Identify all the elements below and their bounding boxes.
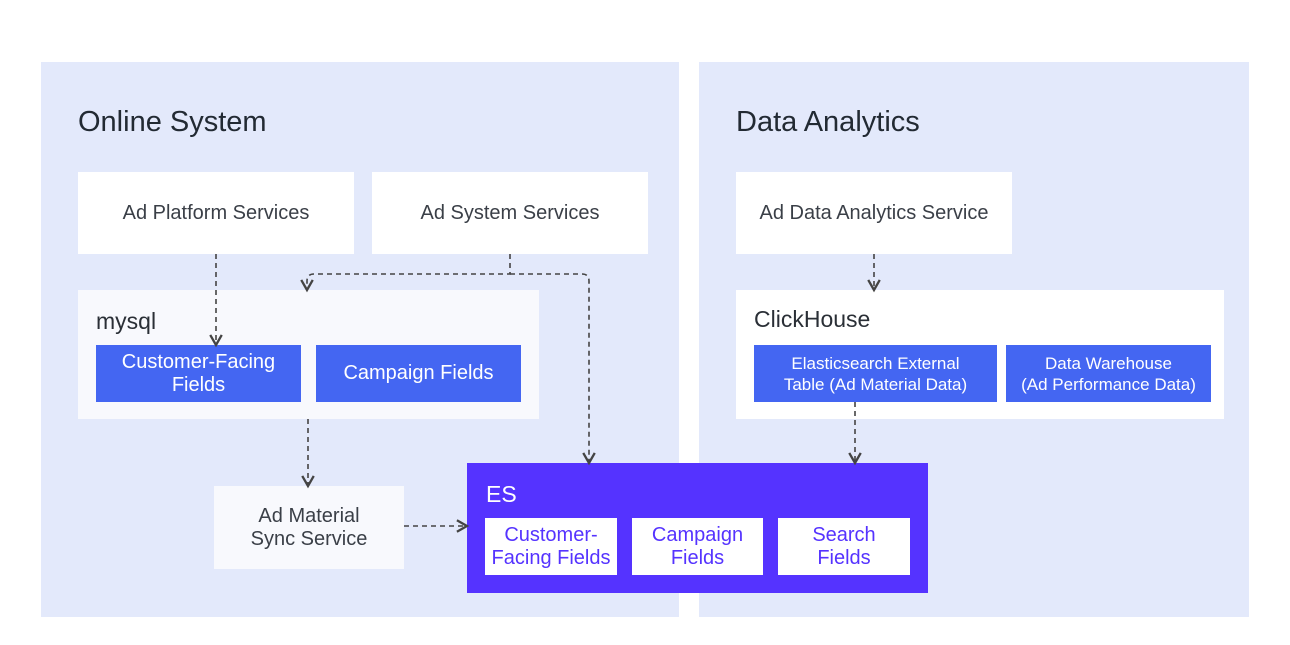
ad-platform-services-box: Ad Platform Services [78, 172, 354, 254]
clickhouse-label: ClickHouse [754, 306, 871, 332]
es-customer-facing-fields: Customer- Facing Fields [485, 518, 617, 575]
es-label: ES [486, 481, 517, 507]
mysql-customer-facing-fields: Customer-Facing Fields [96, 345, 301, 402]
data-analytics-title: Data Analytics [736, 106, 920, 138]
data-warehouse: Data Warehouse (Ad Performance Data) [1006, 345, 1211, 402]
mysql-campaign-fields: Campaign Fields [316, 345, 521, 402]
ad-material-sync-service-label: Ad Material Sync Service [250, 504, 368, 550]
ad-material-sync-service-box: Ad Material Sync Service [214, 486, 404, 569]
es-campaign-fields: Campaign Fields [632, 518, 763, 575]
online-system-title: Online System [78, 106, 267, 138]
elasticsearch-external-table: Elasticsearch External Table (Ad Materia… [754, 345, 997, 402]
mysql-label: mysql [96, 308, 157, 334]
es-search-fields: Search Fields [778, 518, 910, 575]
ad-data-analytics-service-box: Ad Data Analytics Service [736, 172, 1012, 254]
ad-system-services-box: Ad System Services [372, 172, 648, 254]
